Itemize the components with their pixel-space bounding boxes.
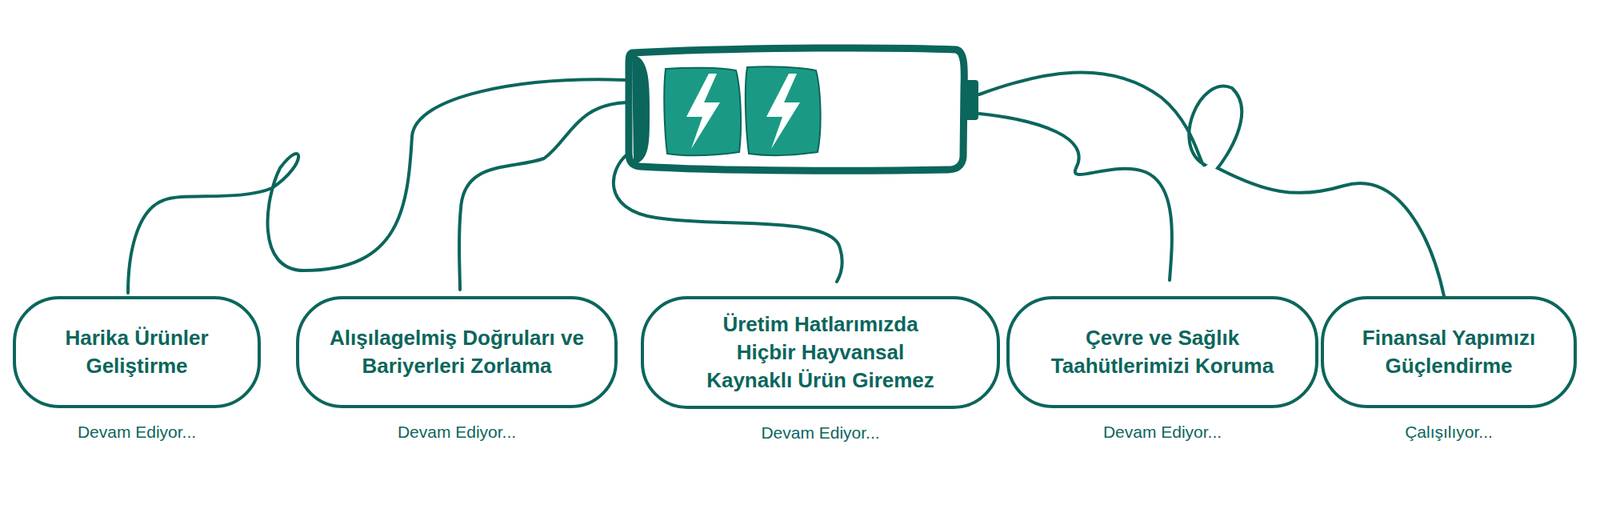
battery-body — [628, 48, 964, 171]
wire — [459, 102, 628, 290]
goal-box: Harika Ürünler Geliştirme — [12, 296, 261, 408]
lightning-bolt — [686, 73, 720, 149]
goal-box: Üretim Hatlarımızda Hiçbir Hayvansal Kay… — [640, 296, 1000, 409]
battery-end — [632, 54, 650, 165]
goal-box: Alışılagelmiş Doğruları ve Bariyerleri Z… — [296, 296, 618, 408]
goal-text: Harika Ürünler Geliştirme — [36, 324, 237, 380]
wire — [128, 79, 628, 293]
battery-cell — [745, 66, 821, 156]
goal-box: Çevre ve Sağlık Taahütlerimizi Koruma — [1006, 296, 1319, 408]
battery-terminal — [964, 80, 979, 120]
wires — [128, 72, 1444, 296]
goal-text: Finansal Yapımızı Güçlendirme — [1344, 324, 1553, 380]
status-label: Devam Ediyor... — [1103, 422, 1222, 442]
status-label: Devam Ediyor... — [760, 423, 880, 443]
status-label: Çalışılıyor... — [1404, 422, 1493, 442]
goal-text: Alışılagelmiş Doğruları ve Bariyerleri Z… — [320, 324, 593, 380]
goal-box: Finansal Yapımızı Güçlendirme — [1320, 296, 1577, 408]
wire — [979, 113, 1172, 280]
status-label: Devam Ediyor... — [397, 422, 516, 442]
battery — [628, 48, 979, 171]
goal-text: Üretim Hatlarımızda Hiçbir Hayvansal Kay… — [692, 310, 949, 395]
battery-cell — [664, 68, 741, 156]
status-label: Devam Ediyor... — [77, 422, 196, 442]
goal-text: Çevre ve Sağlık Taahütlerimizi Koruma — [1030, 324, 1295, 380]
lightning-bolt — [766, 73, 800, 149]
wire — [979, 72, 1444, 296]
